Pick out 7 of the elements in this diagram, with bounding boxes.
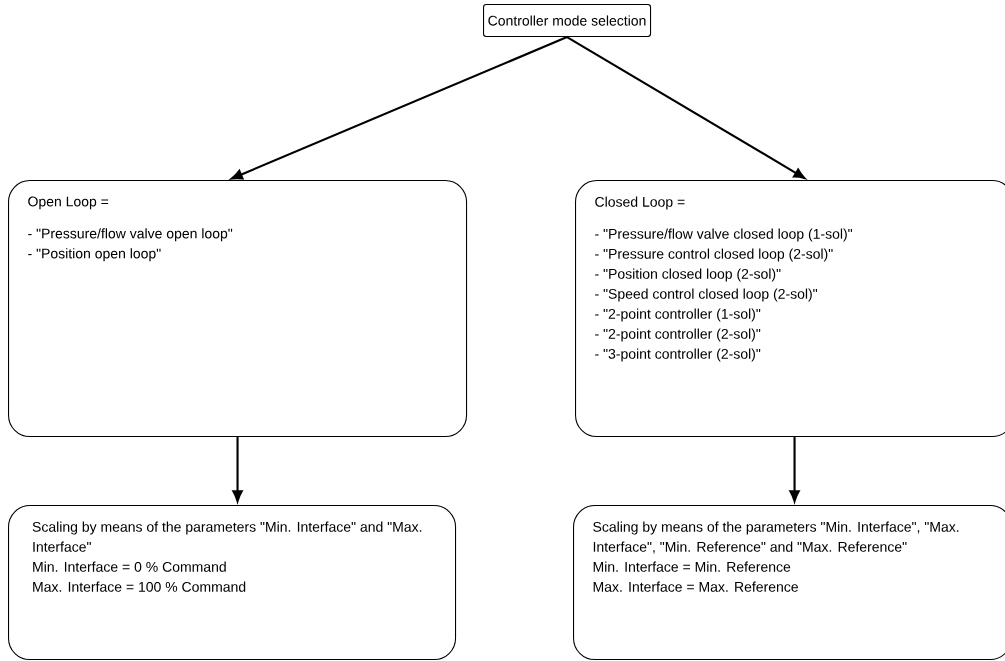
mode-list-box: Open Loop = - "Pressure/flow valve open loop" - "Position open loop": [8, 180, 468, 438]
arrow: [566, 36, 806, 179]
scaling-box: Scaling by means of the parameters "Min. Interface", "Max. Interface", "Min. Reference" and "Max. Reference" Min. Interface = Min. Reference Max. Interface = Max. Reference: [573, 505, 1005, 661]
arrow: [231, 36, 568, 180]
mode-list-box: Closed Loop = - "Pressure/flow valve closed loop (1-sol)" - "Pressure control closed loop (2-sol)" - "Position closed loop (2-sol)" - "Speed control closed loop (2-sol)" - "2-point controller (1-sol)" - "2-point controller (2-sol)" - "3-point controller (2-sol)": [575, 180, 1005, 438]
scaling-box: Scaling by means of the parameters "Min. Interface" and "Max. Interface" Min. Interface = 0 % Command Max. Interface = 100 % Command: [8, 505, 457, 661]
mode-box: Controller mode selection: [483, 4, 652, 38]
